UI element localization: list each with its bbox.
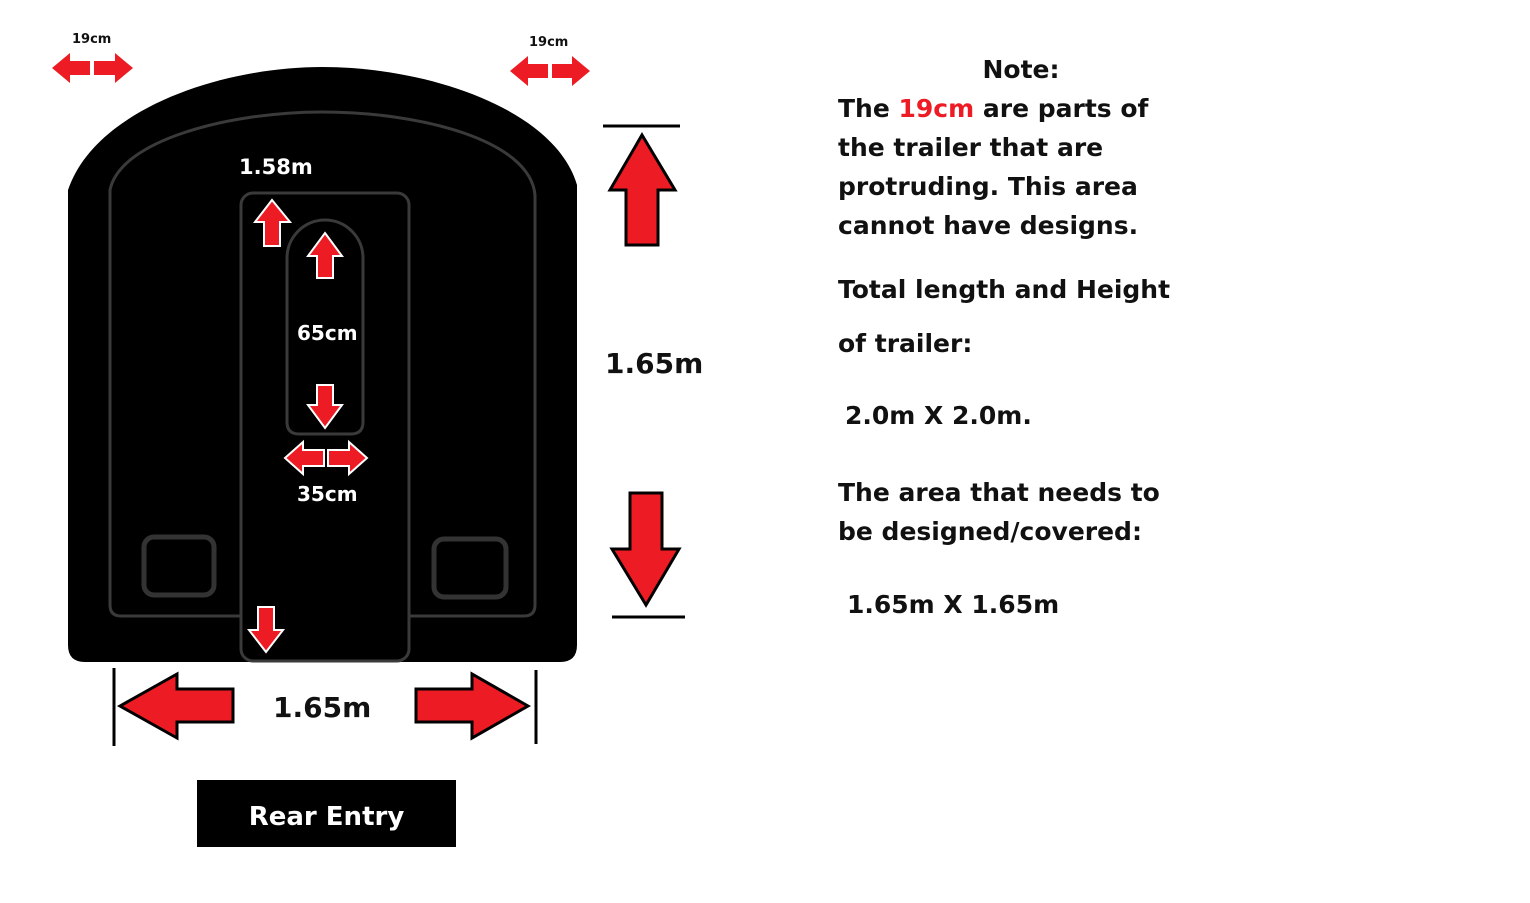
- window-height-label: 65cm: [297, 321, 358, 345]
- note-text: are parts of the trailer that are protru…: [838, 94, 1149, 240]
- double-arrow-icon: [327, 439, 369, 477]
- note-panel: Note: The 19cm are parts of the trailer …: [838, 50, 1258, 624]
- rear-entry-label: Rear Entry: [197, 780, 456, 847]
- protrusion-right-label: 19cm: [529, 35, 568, 50]
- double-arrow-icon: [510, 56, 548, 86]
- arrow-down-icon: [246, 606, 286, 654]
- protrusion-left-label: 19cm: [72, 32, 111, 47]
- arrow-up-icon: [607, 132, 678, 247]
- window-width-label: 35cm: [297, 482, 358, 506]
- arrow-up-icon: [306, 231, 344, 279]
- note-title: Note:: [982, 55, 1060, 84]
- total-size-label: Total length and Height of trailer:: [838, 275, 1171, 358]
- design-area-value: 1.65m X 1.65m: [847, 590, 1060, 619]
- note-protrusion-text: The 19cm are parts of the trailer that a…: [838, 89, 1183, 245]
- door-height-label: 1.58m: [239, 155, 313, 179]
- double-arrow-icon: [52, 53, 90, 83]
- tail-light-left: [141, 534, 217, 598]
- arrow-right-icon: [414, 671, 532, 741]
- arrow-down-icon: [609, 491, 682, 608]
- trailer-inner-outline: [108, 110, 537, 618]
- double-arrow-icon: [552, 56, 590, 86]
- arrow-left-icon: [116, 671, 235, 741]
- tail-light-right: [431, 536, 509, 600]
- double-arrow-icon: [94, 53, 133, 83]
- width-label: 1.65m: [273, 691, 371, 724]
- double-arrow-icon: [283, 439, 325, 477]
- arrow-down-icon: [306, 384, 344, 430]
- note-text: The: [838, 94, 899, 123]
- door-window: [285, 218, 365, 436]
- note-highlight: 19cm: [898, 94, 975, 123]
- total-size-value: 2.0m X 2.0m.: [845, 401, 1032, 430]
- design-area-label: The area that needs to be designed/cover…: [838, 478, 1160, 546]
- height-label: 1.65m: [605, 347, 703, 380]
- arrow-up-icon: [252, 198, 293, 247]
